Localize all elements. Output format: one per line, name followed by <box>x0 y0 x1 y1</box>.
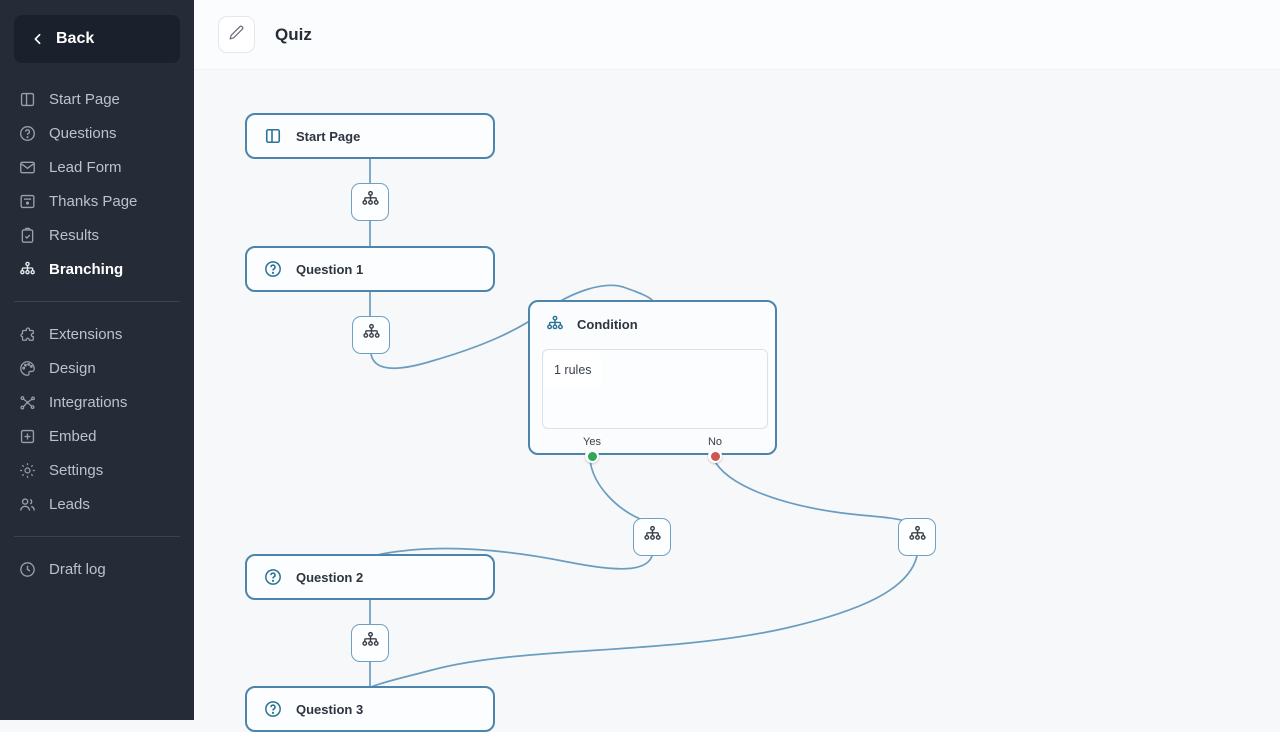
clipboard-check-icon <box>17 225 37 245</box>
branch-node-2[interactable] <box>352 316 390 354</box>
no-port[interactable] <box>708 449 722 463</box>
rules-count-text: 1 rules <box>554 363 592 377</box>
back-button[interactable]: Back <box>14 15 180 63</box>
node-label: Question 2 <box>296 570 363 585</box>
no-dot <box>711 452 720 461</box>
plus-square-icon <box>17 426 37 446</box>
sidebar-item-design[interactable]: Design <box>0 351 194 385</box>
branching-icon <box>907 524 928 550</box>
sidebar-item-label: Embed <box>49 428 97 445</box>
sidebar-item-draft-log[interactable]: Draft log <box>0 552 194 586</box>
chevron-left-icon <box>30 30 48 48</box>
sidebar-item-label: Thanks Page <box>49 193 137 210</box>
yes-label: Yes <box>583 436 601 448</box>
node-label: Question 3 <box>296 702 363 717</box>
sidebar-item-extensions[interactable]: Extensions <box>0 317 194 351</box>
sidebar-item-integrations[interactable]: Integrations <box>0 385 194 419</box>
branching-icon <box>360 630 381 656</box>
people-icon <box>17 494 37 514</box>
yes-dot <box>588 452 597 461</box>
sidebar: Back Start Page Questions Lead Form <box>0 0 194 720</box>
question-icon <box>263 259 283 279</box>
pencil-icon <box>228 24 245 46</box>
sidebar-item-label: Questions <box>49 125 117 142</box>
branching-icon <box>545 314 565 334</box>
branch-node-5[interactable] <box>351 624 389 662</box>
sidebar-item-settings[interactable]: Settings <box>0 453 194 487</box>
sidebar-item-leads[interactable]: Leads <box>0 487 194 521</box>
puzzle-icon <box>17 324 37 344</box>
branch-node-1[interactable] <box>351 183 389 221</box>
node-label: Start Page <box>296 129 360 144</box>
branching-icon <box>642 524 663 550</box>
sidebar-divider <box>14 536 180 537</box>
flow-node-question2[interactable]: Question 2 <box>245 554 495 600</box>
question-icon <box>263 699 283 719</box>
envelope-icon <box>17 157 37 177</box>
question-icon <box>17 123 37 143</box>
sidebar-item-thanks-page[interactable]: Thanks Page <box>0 184 194 218</box>
palette-icon <box>17 358 37 378</box>
sidebar-item-label: Draft log <box>49 561 106 578</box>
gear-icon <box>17 460 37 480</box>
sidebar-item-label: Results <box>49 227 99 244</box>
edge-no-to-branch <box>713 458 911 523</box>
no-label: No <box>708 436 722 448</box>
start-page-icon <box>17 89 37 109</box>
edge-yes-to-branch <box>590 458 648 522</box>
sidebar-item-label: Leads <box>49 496 90 513</box>
node-label: Question 1 <box>296 262 363 277</box>
sidebar-item-lead-form[interactable]: Lead Form <box>0 150 194 184</box>
page-title: Quiz <box>275 25 312 45</box>
back-label: Back <box>56 30 94 48</box>
edit-title-button[interactable] <box>218 16 255 53</box>
network-icon <box>17 392 37 412</box>
canvas-header: Quiz <box>194 0 1280 70</box>
branching-icon <box>361 322 382 348</box>
sidebar-item-label: Lead Form <box>49 159 122 176</box>
clock-icon <box>17 559 37 579</box>
sidebar-item-label: Start Page <box>49 91 120 108</box>
start-page-icon <box>263 126 283 146</box>
thanks-card-icon <box>17 191 37 211</box>
sidebar-item-label: Extensions <box>49 326 122 343</box>
branch-node-3[interactable] <box>633 518 671 556</box>
sidebar-divider <box>14 301 180 302</box>
condition-title: Condition <box>577 317 638 332</box>
sidebar-item-label: Branching <box>49 261 123 278</box>
sidebar-item-label: Settings <box>49 462 103 479</box>
question-icon <box>263 567 283 587</box>
sidebar-item-embed[interactable]: Embed <box>0 419 194 453</box>
flow-node-question1[interactable]: Question 1 <box>245 246 495 292</box>
branch-node-4[interactable] <box>898 518 936 556</box>
flow-node-condition[interactable]: Condition 1 rules Yes No <box>528 300 777 455</box>
sidebar-item-questions[interactable]: Questions <box>0 116 194 150</box>
sidebar-item-branching[interactable]: Branching <box>0 252 194 286</box>
yes-port[interactable] <box>585 449 599 463</box>
flow-node-question3[interactable]: Question 3 <box>245 686 495 732</box>
flow-node-start-page[interactable]: Start Page <box>245 113 495 159</box>
sidebar-item-start-page[interactable]: Start Page <box>0 82 194 116</box>
sidebar-item-label: Design <box>49 360 96 377</box>
branching-icon <box>360 189 381 215</box>
branching-icon <box>17 259 37 279</box>
condition-rules-box[interactable]: 1 rules <box>542 349 768 429</box>
sidebar-item-label: Integrations <box>49 394 127 411</box>
sidebar-item-results[interactable]: Results <box>0 218 194 252</box>
